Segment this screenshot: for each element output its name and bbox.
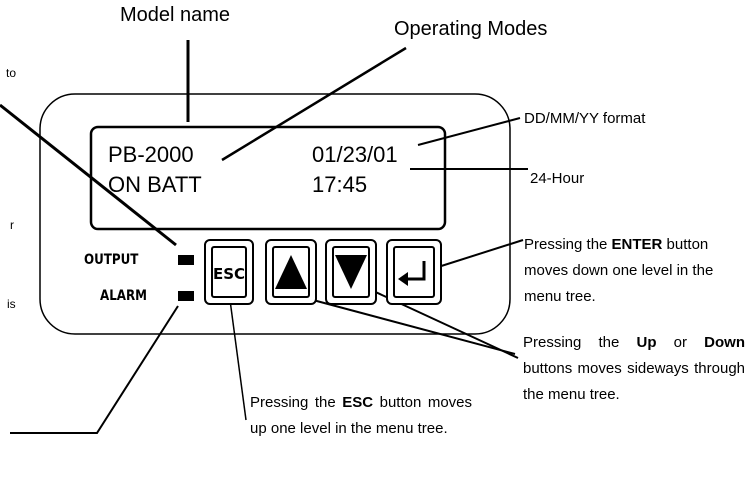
esc-button[interactable]: ESC — [204, 239, 254, 305]
up-button[interactable] — [265, 239, 317, 305]
lcd-mode: ON BATT — [108, 172, 202, 197]
enter-arrow-icon — [398, 261, 426, 286]
enter-annotation: Pressing the ENTER button moves down one… — [524, 232, 739, 310]
enter-annotation-text-1: Pressing the — [524, 236, 612, 253]
hour-format-label: 24-Hour — [530, 170, 585, 187]
updown-annotation-bold-down: Down — [704, 334, 745, 351]
enter-annotation-text-2: button moves down one level in the menu … — [524, 236, 714, 305]
enter-annotation-bold: ENTER — [611, 236, 663, 253]
device-body — [39, 93, 511, 335]
esc-button-label: ESC — [212, 265, 246, 283]
esc-annotation-bold: ESC — [342, 394, 374, 411]
output-led — [178, 255, 194, 265]
esc-button-face — [211, 246, 247, 298]
down-button-face — [332, 246, 370, 298]
alarm-led — [178, 291, 194, 301]
down-arrow-icon — [335, 255, 367, 289]
operating-modes-label: Operating Modes — [394, 18, 548, 40]
alarm-indicator-label: ALARM — [100, 288, 148, 304]
updown-annotation-text-1: Pressing the — [523, 334, 637, 351]
cutoff-text-to: to — [6, 66, 17, 80]
updown-annotation-bold-up: Up — [636, 334, 657, 351]
output-pointer — [0, 103, 177, 247]
up-button-face — [272, 246, 310, 298]
updown-annotation-text-3: buttons moves sideways through the menu … — [523, 360, 745, 403]
enter-pointer — [434, 239, 524, 269]
updown-annotation: Pressing the Up or Down buttons moves si… — [523, 330, 745, 408]
down-button[interactable] — [325, 239, 377, 305]
cutoff-text-r: r — [10, 218, 14, 232]
cutoff-text-is: is — [7, 297, 16, 311]
enter-button-face — [393, 246, 435, 298]
output-indicator-label: OUTPUT — [84, 252, 139, 268]
updown-annotation-text-2: or — [656, 334, 705, 351]
alarm-pointer — [10, 305, 179, 434]
esc-pointer — [229, 299, 247, 421]
up-pointer — [297, 295, 516, 355]
lcd-time: 17:45 — [312, 172, 368, 197]
esc-annotation-text-1: Pressing the — [250, 394, 343, 411]
esc-annotation-text-2: button moves up one level in the menu tr… — [250, 394, 473, 437]
down-pointer — [355, 282, 519, 359]
lcd-date: 01/23/01 — [312, 142, 398, 167]
date-format-pointer — [417, 117, 521, 146]
up-arrow-icon — [275, 255, 307, 289]
date-format-label: DD/MM/YY format — [524, 110, 646, 127]
enter-button[interactable] — [386, 239, 442, 305]
operating-modes-pointer — [221, 46, 407, 162]
lcd-model-name: PB-2000 — [108, 142, 194, 167]
model-name-label: Model name — [120, 4, 231, 26]
esc-annotation: Pressing the ESC button moves up one lev… — [250, 390, 472, 442]
